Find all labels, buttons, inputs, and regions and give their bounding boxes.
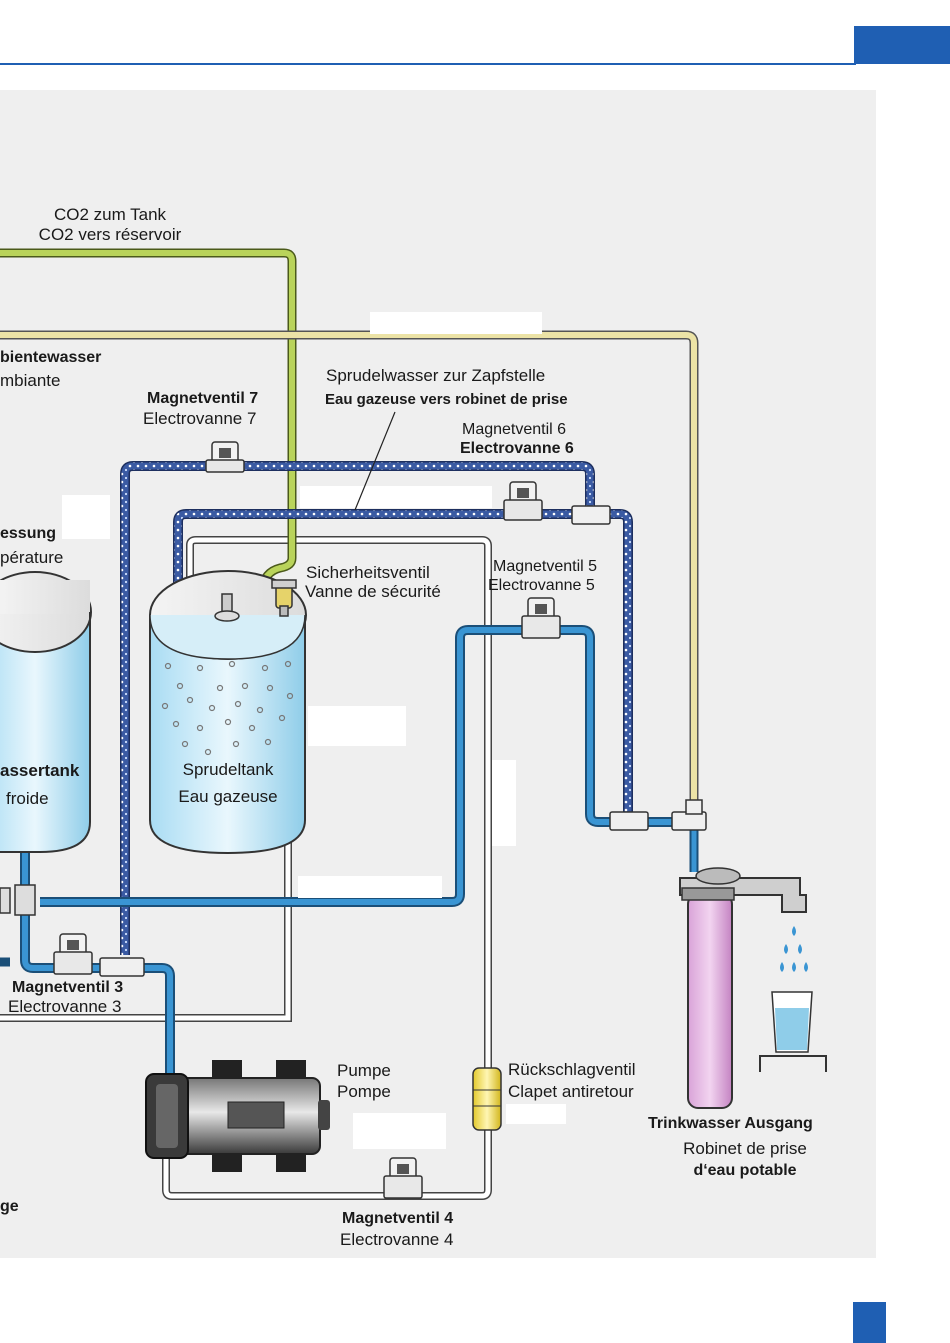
tee-fittings-outlet — [609, 799, 707, 831]
co2-to-tank-de: CO2 zum Tank — [53, 205, 167, 224]
valve4-fr: Electrovanne 4 — [340, 1230, 454, 1249]
solenoid-valve-3 — [53, 933, 145, 977]
soda-to-tap-fr: Eau gazeuse vers robinet de prise — [325, 391, 568, 408]
tee-fitting-6 — [571, 505, 611, 525]
co2-to-tank-label: CO2 zum Tank CO2 vers réservoir — [20, 205, 200, 245]
valve5-de: Magnetventil 5 — [493, 558, 598, 575]
soda-tank-fr: Eau gazeuse — [178, 787, 278, 806]
valve3-fr: Electrovanne 3 — [8, 997, 122, 1016]
safety-valve-fr: Vanne de sécurité — [305, 582, 441, 601]
soda-tank-de: Sprudeltank — [182, 760, 274, 779]
solenoid-valve-6 — [503, 481, 543, 521]
sparkling-water-tank — [149, 570, 307, 855]
valve3-de: Magnetventil 3 — [12, 979, 124, 996]
drinking-water-filter — [679, 867, 807, 1109]
cold-water-tank — [0, 571, 92, 916]
drinking-outlet-de: Trinkwasser Ausgang — [648, 1115, 813, 1132]
co2-line — [0, 248, 297, 591]
valve7-fr: Electrovanne 7 — [143, 409, 257, 428]
check-valve — [472, 1067, 502, 1131]
solenoid-valve-7 — [205, 441, 245, 473]
soda-to-tap-de: Sprudelwasser zur Zapfstelle — [326, 366, 546, 385]
check-valve-de: Rückschlagventil — [508, 1060, 636, 1079]
drinking-glass — [759, 991, 827, 1072]
page-number-tab — [853, 1302, 886, 1343]
drinking-outlet-fr: Robinet de prise d‘eau potable — [645, 1139, 845, 1181]
solenoid-valve-5 — [521, 597, 561, 639]
ambient-water-line — [0, 330, 699, 820]
soda-tank-label: Sprudeltank Eau gazeuse — [150, 760, 306, 807]
co2-to-tank-fr: CO2 vers réservoir — [38, 225, 182, 244]
safety-valve — [271, 579, 297, 617]
ambient-water-fr: mbiante — [0, 371, 61, 390]
solenoid-valve-4 — [383, 1157, 423, 1199]
white-return-line — [0, 536, 492, 1200]
bottom-left-label: ge — [0, 1198, 19, 1215]
water-tank-de: assertank — [0, 761, 80, 780]
water-tank-fr: froide — [6, 789, 49, 808]
soda-water-lines — [120, 461, 633, 955]
pump — [145, 1060, 330, 1172]
temperature-fr: pérature — [0, 548, 64, 567]
valve4-de: Magnetventil 4 — [342, 1210, 454, 1227]
ambient-water-de: bientewasser — [0, 349, 102, 366]
soda-label-pointer — [354, 411, 396, 511]
valve7-de: Magnetventil 7 — [147, 390, 259, 407]
water-drops — [780, 926, 808, 972]
drinking-outlet-fr-2: d‘eau potable — [693, 1162, 797, 1179]
temperature-de: essung — [0, 525, 57, 542]
valve6-de: Magnetventil 6 — [462, 421, 567, 438]
safety-valve-de: Sicherheitsventil — [306, 563, 430, 582]
header-rule — [0, 63, 856, 65]
label-masks — [62, 312, 566, 1149]
valve5-fr: Electrovanne 5 — [488, 577, 595, 594]
pump-fr: Pompe — [337, 1082, 391, 1101]
pump-de: Pumpe — [337, 1061, 391, 1080]
drinking-outlet-fr-1: Robinet de prise — [683, 1139, 807, 1158]
valve6-fr: Electrovanne 6 — [460, 440, 574, 457]
check-valve-fr: Clapet antiretour — [508, 1082, 634, 1101]
header-accent-tab — [854, 26, 950, 64]
